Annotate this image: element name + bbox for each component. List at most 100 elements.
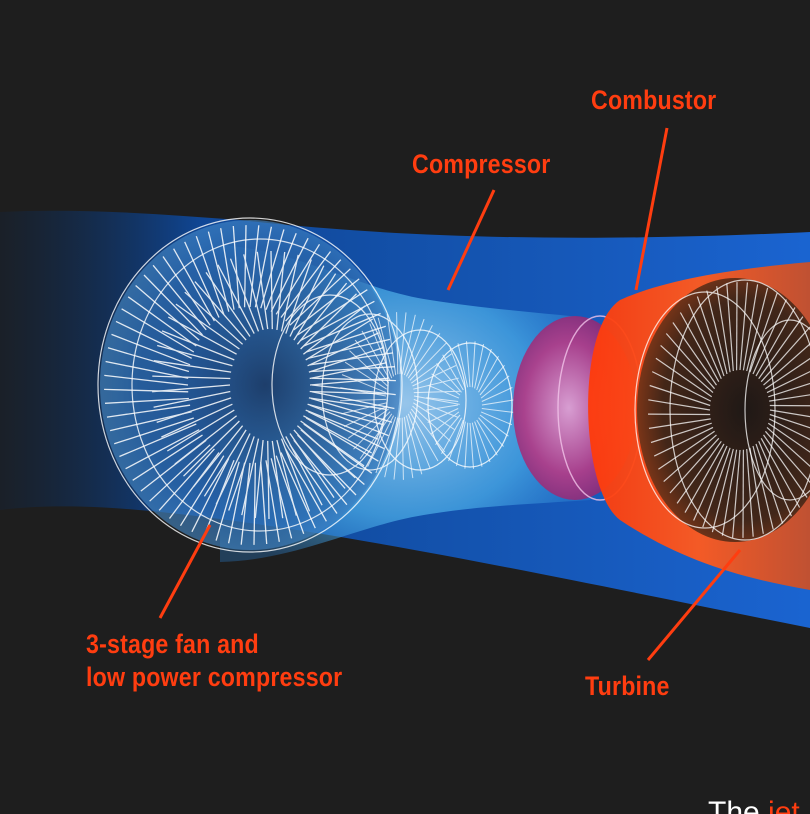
blade-line [191, 458, 230, 533]
leader-lines [158, 127, 742, 661]
blade-line [308, 346, 384, 373]
blade-line [480, 375, 510, 399]
blade-line [426, 404, 459, 411]
blade-line [765, 357, 810, 390]
blade-line [135, 285, 200, 341]
blade-line [676, 440, 722, 504]
blade-line [410, 408, 446, 453]
wireframe-rings [97, 217, 513, 553]
blade-line [471, 341, 476, 388]
blade-line [203, 429, 247, 497]
blade-line [175, 303, 240, 350]
blade-line [152, 375, 231, 380]
blade-line [280, 251, 332, 318]
blade-line [107, 347, 190, 373]
blade-line [456, 421, 466, 466]
blade-line [766, 426, 810, 467]
blade-line [153, 360, 232, 373]
blade-line [344, 361, 387, 390]
blade-line [300, 293, 357, 350]
leader-fan [158, 524, 212, 619]
blade-line [158, 448, 215, 511]
blade-line [161, 330, 235, 361]
blade-line [157, 344, 233, 367]
blade-line [721, 449, 738, 536]
blade-line [276, 439, 297, 516]
blade-line [179, 455, 225, 527]
turbine-rings [634, 279, 810, 541]
blade-line [115, 320, 192, 359]
blade-line [119, 423, 197, 458]
blade-line [256, 251, 269, 330]
blade-line [412, 405, 451, 442]
blade-line [763, 434, 808, 498]
blade-line [300, 420, 365, 467]
blade-line [760, 326, 810, 383]
blade-line [280, 254, 299, 332]
blade-line [340, 387, 387, 397]
fan-blades [104, 225, 396, 545]
blade-line [285, 259, 312, 334]
fan-compressor-label: 3-stage fan and low power compressor [86, 628, 342, 694]
blade-line [407, 333, 441, 379]
blade-line [220, 228, 235, 310]
blade-line [293, 429, 346, 489]
blade-line [215, 461, 240, 541]
blade-line [413, 395, 460, 405]
blade-line [758, 316, 804, 380]
blade-line [243, 225, 247, 308]
blade-line [669, 437, 720, 494]
blade-line [403, 318, 425, 376]
blade-line [265, 232, 297, 310]
blade-line [303, 423, 373, 474]
blade-line [441, 417, 462, 454]
fan-disk [100, 220, 400, 550]
blade-line [732, 449, 741, 538]
caption-lead: The [708, 796, 760, 814]
blade-line [367, 415, 395, 467]
blade-line [149, 444, 211, 502]
blade-line [755, 443, 784, 524]
blade-line [296, 282, 348, 345]
blade-line [481, 408, 514, 413]
blade-line [307, 332, 379, 367]
blade-line [403, 416, 414, 479]
blade-line [361, 330, 391, 381]
caption-accent: jet [768, 796, 800, 814]
blade-line [280, 438, 311, 512]
blade-line [162, 256, 211, 326]
blade-line [427, 384, 460, 399]
blade-line [768, 418, 810, 441]
blade-line [132, 434, 203, 481]
blade-line [289, 433, 335, 498]
blade-line [769, 394, 810, 402]
blade-line [153, 390, 231, 408]
blade-line [377, 317, 395, 377]
blade-line [270, 237, 309, 312]
blade-line [341, 374, 387, 394]
blade-line [702, 447, 731, 528]
blade-line [156, 397, 232, 424]
blade-line [184, 291, 244, 345]
blade-line [769, 413, 810, 429]
blade-line [711, 448, 734, 533]
blade-line [706, 290, 728, 375]
blade-line [457, 343, 469, 388]
blade-line [369, 323, 393, 379]
blade-line [227, 462, 246, 544]
blade-line [215, 433, 251, 505]
blade-line [430, 411, 460, 435]
turbine-label: Turbine [585, 671, 670, 701]
leader-compressor [446, 189, 496, 291]
blade-line [207, 231, 230, 312]
blade-line [254, 440, 264, 519]
blade-line [466, 341, 471, 388]
blade-line [474, 421, 491, 463]
blade-line [271, 440, 284, 519]
blade-line [746, 287, 769, 372]
blade-line [270, 458, 293, 539]
blade-line [270, 250, 273, 330]
blade-line [648, 418, 711, 429]
blade-line [478, 356, 499, 393]
